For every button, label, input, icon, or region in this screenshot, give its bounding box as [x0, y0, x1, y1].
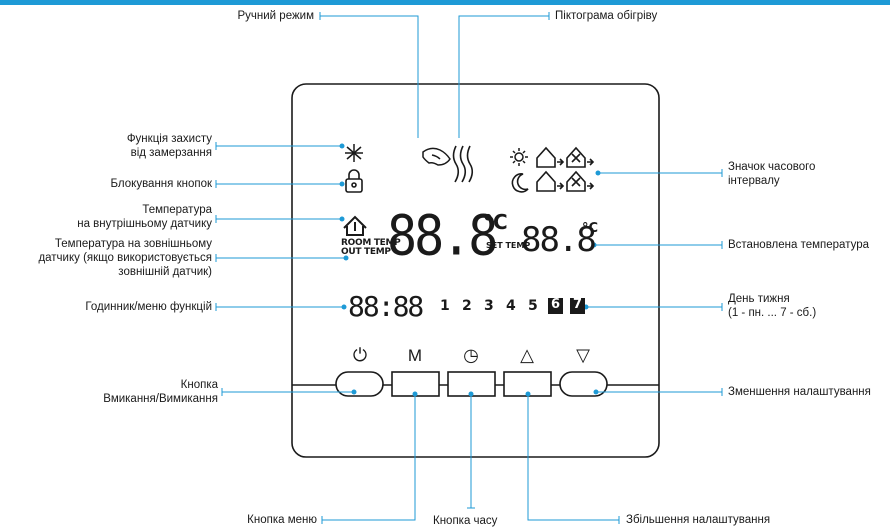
down-arrow-icon: ▽: [576, 345, 590, 365]
label-outer-sensor: Температура на зовнішньому датчику (якщо…: [38, 238, 212, 278]
dot-outer: [343, 255, 349, 261]
leader-increase: [527, 394, 619, 521]
label-clock-menu: Годинник/меню функцій: [85, 301, 212, 313]
set-temp-label: SET TEMP: [486, 241, 531, 250]
house-thermometer-icon: [343, 215, 367, 236]
label-key-lock: Блокування кнопок: [110, 178, 213, 190]
dot-increase: [525, 391, 531, 397]
dot-settemp: [591, 242, 597, 248]
home-in-icon: [536, 146, 565, 168]
out-temp-label: OUT TEMP: [341, 247, 391, 257]
clock-digits: 88:88: [348, 290, 424, 323]
dot-interval: [595, 170, 601, 176]
day-5: 5: [528, 298, 538, 314]
dot-lock: [339, 181, 345, 187]
room-temp-unit: °C: [483, 210, 508, 234]
dot-inner: [339, 216, 345, 222]
label-heating-pictogram: Піктограма обігріву: [555, 10, 658, 22]
leader-heating: [458, 15, 549, 138]
label-set-temp: Встановлена температура: [728, 239, 870, 251]
up-arrow-icon: △: [520, 345, 534, 365]
dot-menu: [412, 391, 418, 397]
dot-frost: [339, 143, 345, 149]
power-icon: ⏻: [352, 345, 368, 365]
label-menu-button: Кнопка меню: [247, 514, 317, 526]
thermostat-body: [291, 83, 660, 458]
heating-waves-icon: [452, 145, 474, 183]
moon-icon: [511, 173, 529, 193]
dot-power: [351, 389, 357, 395]
day-6: 6: [548, 298, 563, 314]
room-temp-label: ROOM TEMP: [341, 238, 401, 248]
label-power-button: Кнопка Вмикання/Вимикання: [103, 379, 218, 405]
label-time-button: Кнопка часу: [433, 515, 498, 527]
set-temp-unit: °C: [582, 221, 599, 236]
top-accent-bar: [0, 0, 890, 5]
dot-decrease: [593, 389, 599, 395]
room-temp-digits: 88.8: [387, 203, 498, 268]
day-1: 1: [440, 298, 450, 314]
home-out-icon: [566, 146, 595, 168]
day-2: 2: [462, 298, 472, 314]
snowflake-icon: [345, 144, 363, 162]
clock-icon: ◷: [463, 345, 479, 365]
dot-clock: [341, 304, 347, 310]
leader-manual: [320, 15, 419, 138]
label-inner-sensor: Температура на внутрішньому датчику: [77, 204, 212, 230]
set-temp-digits: 88.8: [521, 220, 597, 260]
label-manual-mode: Ручний режим: [237, 10, 315, 22]
padlock-icon: [345, 169, 363, 193]
dot-time: [468, 391, 474, 397]
label-decrease: Зменшення налаштування: [728, 386, 871, 398]
leader-lines: [215, 12, 723, 524]
day-4: 4: [506, 298, 516, 314]
day-7: 7: [570, 298, 585, 314]
home-sleep-icon: [566, 170, 595, 192]
label-frost: Функція захисту від замерзання: [126, 133, 212, 159]
leader-dots: [339, 143, 601, 397]
label-interval: Значок часового інтервалу: [728, 161, 816, 187]
label-increase: Збільшення налаштування: [626, 514, 771, 526]
menu-icon: M: [407, 346, 423, 365]
label-weekday: День тижня (1 - пн. ... 7 - сб.): [728, 293, 817, 319]
power-button[interactable]: [335, 371, 384, 397]
sun-icon: [510, 148, 528, 166]
leader-menu: [322, 394, 416, 521]
home-back-icon: [536, 170, 565, 192]
hand-icon: [422, 147, 451, 166]
day-3: 3: [484, 298, 494, 314]
